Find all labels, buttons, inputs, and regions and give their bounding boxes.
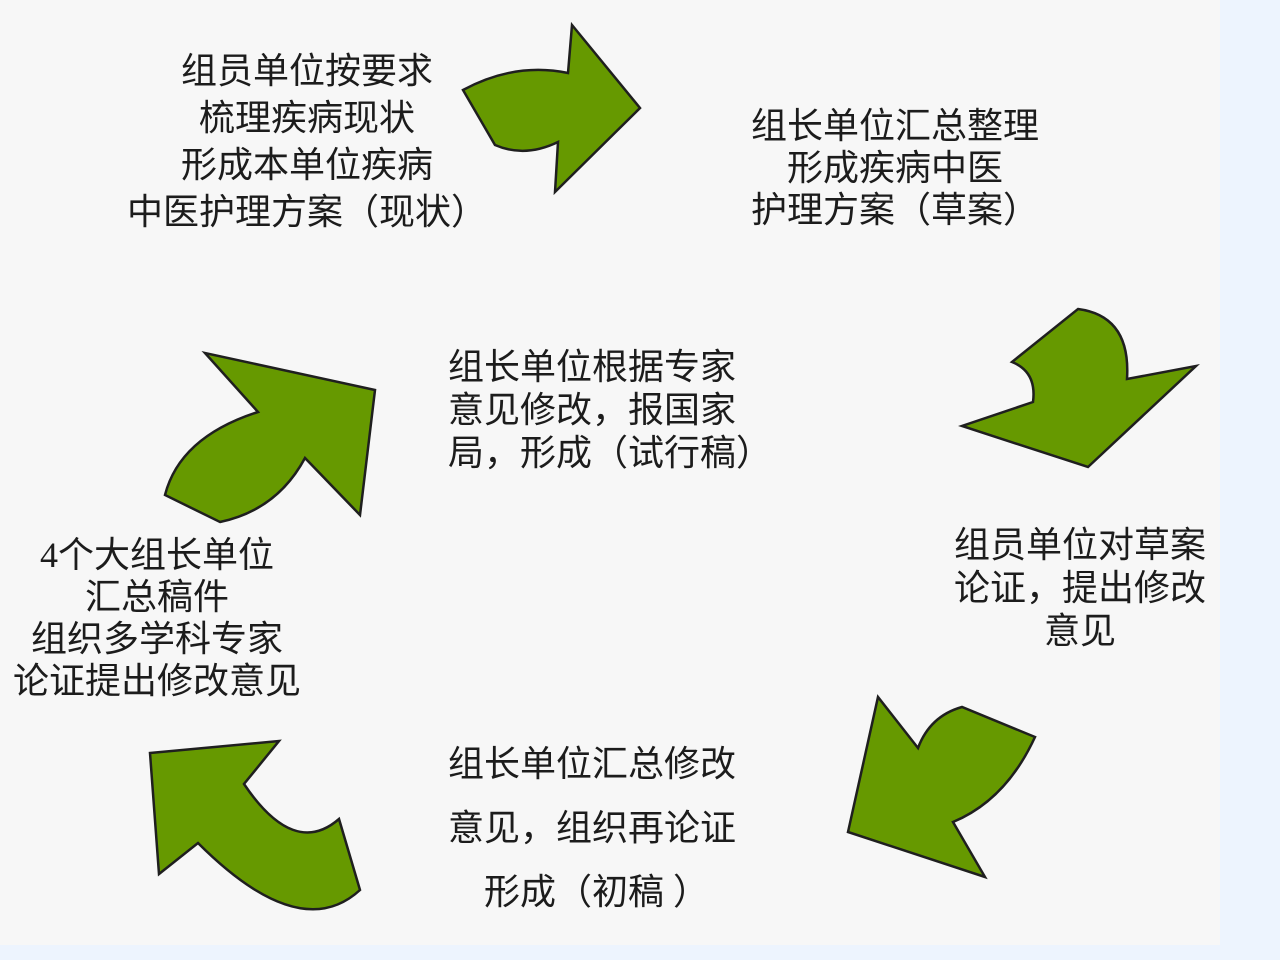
step-text-line: 意见 (1043, 611, 1116, 651)
step-text-line: 汇总稿件 (84, 577, 229, 617)
flow-step-members-sort-status: 组员单位按要求 梳理疾病现状 形成本单位疾病 中医护理方案（现状） (107, 48, 507, 236)
step-text-line: 组长单位汇总整理 (750, 106, 1039, 146)
step-text-line: 形成疾病中医 (786, 148, 1003, 188)
step-text-line: 组长单位汇总修改 (448, 744, 737, 784)
step-text-line: 中医护理方案（现状） (126, 192, 487, 232)
step-text-line: 意见修改，报国家 (448, 390, 737, 430)
arrow-up-left-icon (148, 739, 362, 911)
step-text-line: 论证，提出修改 (953, 568, 1206, 608)
arrow-up-right-icon (163, 350, 377, 524)
step-text-line: 组织多学科专家 (30, 619, 283, 659)
arrow-right-icon (461, 21, 642, 196)
step-text-line: 组员单位按要求 (180, 51, 433, 91)
step-text-line: 论证提出修改意见 (12, 661, 301, 701)
flow-step-group-leaders-experts: 4个大组长单位 汇总稿件 组织多学科专家 论证提出修改意见 (7, 534, 307, 702)
flow-step-leader-revise-trial: 组长单位根据专家 意见修改，报国家 局，形成（试行稿） (448, 346, 788, 475)
arrow-down-left-icon (846, 694, 1037, 880)
step-text-line: 局，形成（试行稿） (448, 433, 773, 473)
step-text-line: 形成本单位疾病 (180, 145, 433, 185)
step-text-line: 意见，组织再论证 (448, 808, 737, 848)
step-text-line: 护理方案（草案） (750, 190, 1039, 230)
step-text-line: 形成（初稿 ） (448, 872, 710, 912)
flow-step-leader-compile-revision: 组长单位汇总修改 意见，组织再论证 形成（初稿 ） (448, 732, 788, 924)
flow-step-leader-compile-draft: 组长单位汇总整理 形成疾病中医 护理方案（草案） (735, 105, 1055, 231)
step-text-line: 组长单位根据专家 (448, 347, 737, 387)
step-text-line: 4个大组长单位 (39, 535, 274, 575)
flow-step-members-review-draft: 组员单位对草案 论证，提出修改 意见 (940, 524, 1220, 653)
arrow-down-icon (958, 307, 1200, 469)
slide-canvas: 组员单位按要求 梳理疾病现状 形成本单位疾病 中医护理方案（现状） 组长单位汇总… (7, 21, 1220, 924)
step-text-line: 组员单位对草案 (953, 525, 1206, 565)
step-text-line: 梳理疾病现状 (198, 98, 415, 138)
